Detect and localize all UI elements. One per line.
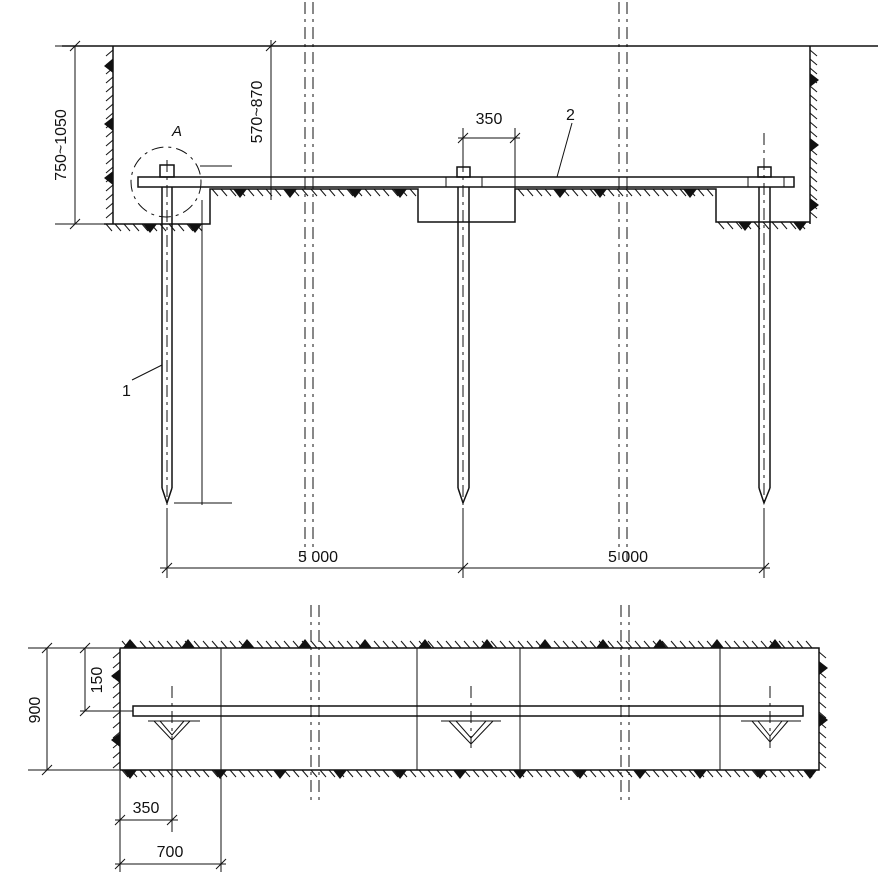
clamp-width-dimension	[457, 128, 521, 189]
pipe-height-dimension-text: 570~870	[249, 81, 266, 144]
span-dimension	[160, 508, 770, 578]
elevation-view: A 1 2 750~1050 570~870	[53, 2, 878, 578]
beam-label: 2	[566, 107, 575, 124]
detail-a-label: A	[171, 123, 182, 140]
plan-stake-right	[741, 686, 801, 752]
plan-stake-left	[148, 686, 200, 752]
stake-offset-dimension	[114, 740, 227, 872]
plan-left-soil-hatching	[111, 651, 121, 769]
pipe-height-dimension	[200, 40, 277, 200]
trench-plan-outline	[119, 647, 820, 771]
trench-width-dimension-text: 900	[27, 697, 44, 724]
plan-view: 900 150 350 700	[27, 605, 828, 872]
plan-pipe-centerline-right	[620, 605, 630, 805]
plan-right-soil-hatching	[818, 651, 828, 769]
beam-offset-dimension	[79, 642, 133, 717]
trench-bottom-line	[104, 188, 810, 225]
depth-dimension-text: 750~1050	[53, 109, 70, 181]
stake-label-leader	[131, 364, 163, 381]
span-right-dimension-text: 5 000	[608, 549, 648, 566]
plan-top-soil-hatching	[121, 639, 813, 649]
pipe-centerline-right	[618, 2, 628, 560]
trench-bottom-soil-hatching	[105, 188, 807, 233]
plan-stake-middle	[441, 686, 501, 752]
stake-middle	[456, 160, 471, 506]
stake-left	[159, 160, 175, 506]
pipe-centerline-left	[304, 2, 314, 560]
right-wall-soil-hatching	[809, 49, 819, 219]
beam-label-leader	[556, 122, 573, 178]
trench-width-dimension	[28, 642, 119, 776]
plan-beam	[132, 705, 804, 717]
plan-pipe-centerline-left	[310, 605, 320, 805]
horizontal-beam	[137, 176, 795, 188]
clamp-plate-middle	[445, 176, 483, 188]
stake-label: 1	[122, 383, 131, 400]
bay-dividers	[220, 648, 721, 770]
bay-width-dimension-text: 700	[157, 844, 184, 861]
stake-offset-dimension-text: 350	[133, 800, 160, 817]
plan-bottom-soil-hatching	[121, 769, 817, 779]
left-wall-soil-hatching	[104, 49, 114, 219]
span-left-dimension-text: 5 000	[298, 549, 338, 566]
clamp-plate-right	[747, 176, 785, 188]
stake-right	[757, 133, 772, 506]
clamp-width-dimension-text: 350	[476, 111, 503, 128]
depth-dimension	[55, 40, 112, 230]
beam-offset-dimension-text: 150	[89, 667, 106, 694]
detail-a-circle	[130, 146, 202, 218]
